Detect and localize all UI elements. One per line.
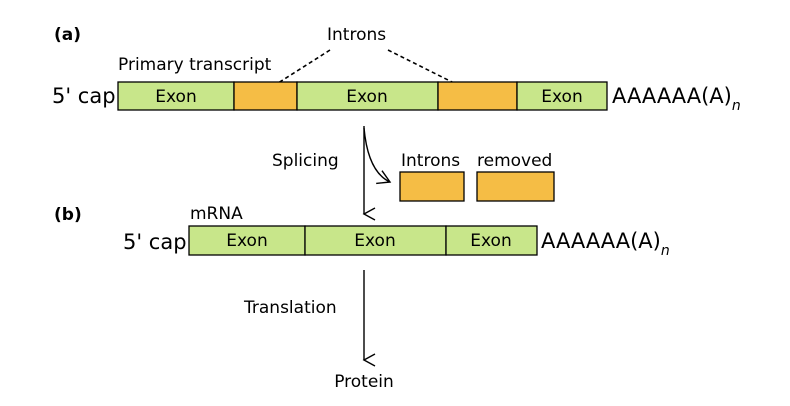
introns-removed-label-2: removed — [477, 151, 552, 171]
translation-label: Translation — [243, 298, 337, 318]
mrna-bar: Exon Exon Exon — [188, 225, 538, 256]
introns-removed-label-1: Introns — [401, 151, 460, 171]
exon-a2-label: Exon — [346, 87, 387, 107]
poly-a-tail-a: AAAAAA(A)n — [612, 84, 741, 114]
removed-intron-1 — [399, 171, 465, 202]
introns-leader-left — [274, 49, 331, 86]
introns-leader-right — [387, 49, 461, 87]
exon-a3 — [516, 81, 608, 111]
exon-b2-label: Exon — [354, 231, 395, 251]
exon-a2 — [296, 81, 439, 111]
cap-label-b: 5' cap — [123, 230, 187, 254]
panel-a-label: (a) — [54, 25, 81, 45]
intron-a2 — [437, 81, 518, 111]
primary-transcript-heading: Primary transcript — [118, 55, 272, 75]
introns-removed-arrow — [363, 127, 392, 185]
introns-label: Introns — [327, 25, 386, 45]
exon-b3-label: Exon — [470, 231, 511, 251]
exon-a3-label: Exon — [541, 87, 582, 107]
protein-label: Protein — [334, 372, 394, 392]
primary-transcript-bar: Exon Exon Exon — [117, 81, 608, 111]
cap-label-a: 5' cap — [52, 84, 116, 108]
splicing-label: Splicing — [272, 151, 339, 171]
exon-a1 — [117, 81, 235, 111]
exon-b3 — [445, 225, 538, 256]
exon-a1-label: Exon — [155, 87, 196, 107]
intron-a1 — [233, 81, 298, 111]
mrna-heading: mRNA — [190, 204, 243, 224]
panel-b-label: (b) — [54, 205, 82, 225]
exon-b1-label: Exon — [226, 231, 267, 251]
poly-a-tail-b: AAAAAA(A)n — [541, 229, 670, 259]
removed-intron-2 — [476, 171, 555, 202]
